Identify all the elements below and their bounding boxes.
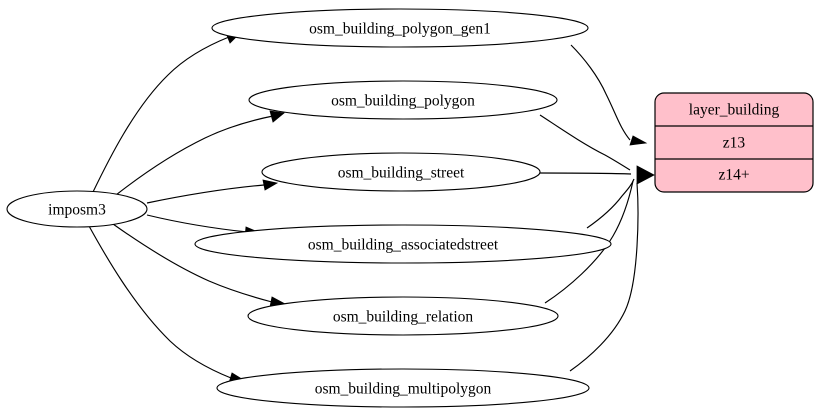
- edge-osm_building_street-to-layer_building-z14plus: [539, 172, 632, 175]
- node-imposm3-label: imposm3: [48, 202, 106, 219]
- node-osm_building_associatedstreet[interactable]: osm_building_associatedstreet: [194, 224, 612, 264]
- node-osm_building_multipolygon[interactable]: osm_building_multipolygon: [216, 368, 590, 408]
- node-osm_building_associatedstreet-label: osm_building_associatedstreet: [308, 237, 499, 254]
- node-osm_building_polygon-label: osm_building_polygon: [331, 93, 475, 110]
- edge-osm_building_polygon_gen1-to-layer_building-z13: [570, 44, 648, 146]
- edge-imposm3-to-osm_building_polygon_gen1: [92, 32, 241, 193]
- edge-osm_building_polygon-to-layer_building-z14plus: [539, 114, 631, 171]
- node-osm_building_polygon_gen1-label: osm_building_polygon_gen1: [309, 21, 491, 38]
- node-osm_building_multipolygon-label: osm_building_multipolygon: [315, 381, 492, 398]
- node-osm_building_street[interactable]: osm_building_street: [261, 152, 541, 192]
- node-osm_building_relation[interactable]: osm_building_relation: [247, 296, 559, 336]
- node-osm_building_street-label: osm_building_street: [338, 165, 465, 182]
- node-layer_building[interactable]: layer_building z13 z14+: [654, 92, 814, 193]
- edge-imposm3-to-osm_building_street: [146, 179, 279, 204]
- layer-building-box: [654, 92, 814, 193]
- node-osm_building_polygon[interactable]: osm_building_polygon: [248, 80, 558, 120]
- layer-building-title: layer_building: [689, 102, 780, 119]
- edge-osm_building_relation-to-layer_building-z14plus: [544, 180, 634, 304]
- node-osm_building_relation-label: osm_building_relation: [333, 309, 474, 326]
- edge-osm_building_associatedstreet-to-layer_building-z14plus: [586, 178, 635, 229]
- node-osm_building_polygon_gen1[interactable]: osm_building_polygon_gen1: [211, 8, 589, 48]
- edge-group-tables-to-layer: [539, 44, 655, 372]
- edge-imposm3-to-osm_building_polygon: [115, 110, 285, 196]
- edge-osm_building_multipolygon-to-layer_building-z14plus: [569, 182, 639, 372]
- layer-building-row-z14plus: z14+: [718, 167, 749, 184]
- arrowhead-z14plus: [636, 165, 655, 185]
- node-imposm3[interactable]: imposm3: [6, 190, 148, 228]
- layer-building-row-z13: z13: [723, 135, 746, 152]
